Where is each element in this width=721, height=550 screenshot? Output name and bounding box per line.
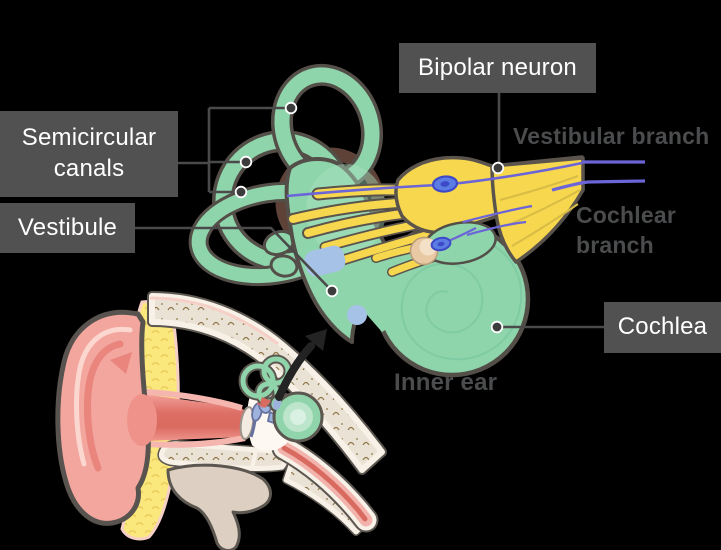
leader-lines <box>135 93 604 329</box>
cochlear-neuron-soma <box>430 236 452 252</box>
leader-dots <box>234 101 505 334</box>
label-semicircular-canals: Semicircular canals <box>0 111 178 197</box>
label-line: Cochlear <box>576 202 677 228</box>
vestibulocochlear-nerve <box>287 155 585 277</box>
concha <box>127 394 157 446</box>
cochlea-spiral <box>400 231 523 361</box>
leader-vestibule <box>135 226 333 292</box>
leader-dot-icon <box>239 155 253 169</box>
temporal-bone-upper <box>147 291 387 475</box>
pinna <box>55 310 157 526</box>
leader-dot-icon <box>284 101 298 115</box>
round-window <box>260 397 271 408</box>
label-line: Bipolar neuron <box>418 53 577 81</box>
label-vestibular-branch: Vestibular branch <box>513 123 710 149</box>
leader-dot-icon <box>491 161 505 175</box>
ear-canal <box>139 389 249 448</box>
saccule-macula <box>347 305 367 325</box>
zoom-arrow-icon <box>275 329 327 401</box>
label-cochlear-branch: Cochlear branch <box>576 200 676 260</box>
nerve-striations <box>499 175 581 247</box>
inner-ear-large <box>188 63 646 378</box>
label-inner-ear: Inner ear <box>394 369 498 396</box>
label-line: Semicircular <box>21 124 157 152</box>
leader-semicircular-canals <box>178 106 288 194</box>
antihelix-fold <box>110 352 132 374</box>
leader-dot-icon <box>490 320 504 334</box>
ear-cross-section-inset <box>55 291 387 550</box>
cochlear-branch-fiber <box>551 179 646 192</box>
utricle-macula <box>304 245 346 277</box>
label-line: canals <box>53 155 125 182</box>
eustachian-tube <box>271 435 379 533</box>
leader-dot-icon <box>234 185 248 199</box>
label-bipolar-neuron: Bipolar neuron <box>399 43 596 93</box>
stapes-footplate <box>272 398 282 410</box>
jaw-bone <box>166 463 272 550</box>
label-line: Vestibule <box>17 213 118 241</box>
label-line: branch <box>576 232 654 258</box>
label-vestibule: Vestibule <box>0 203 135 253</box>
leader-dot-icon <box>325 284 339 298</box>
label-cochlea: Cochlea <box>604 302 721 353</box>
bipolar-neuron-soma <box>431 175 459 193</box>
label-line: Cochlea <box>617 313 708 341</box>
